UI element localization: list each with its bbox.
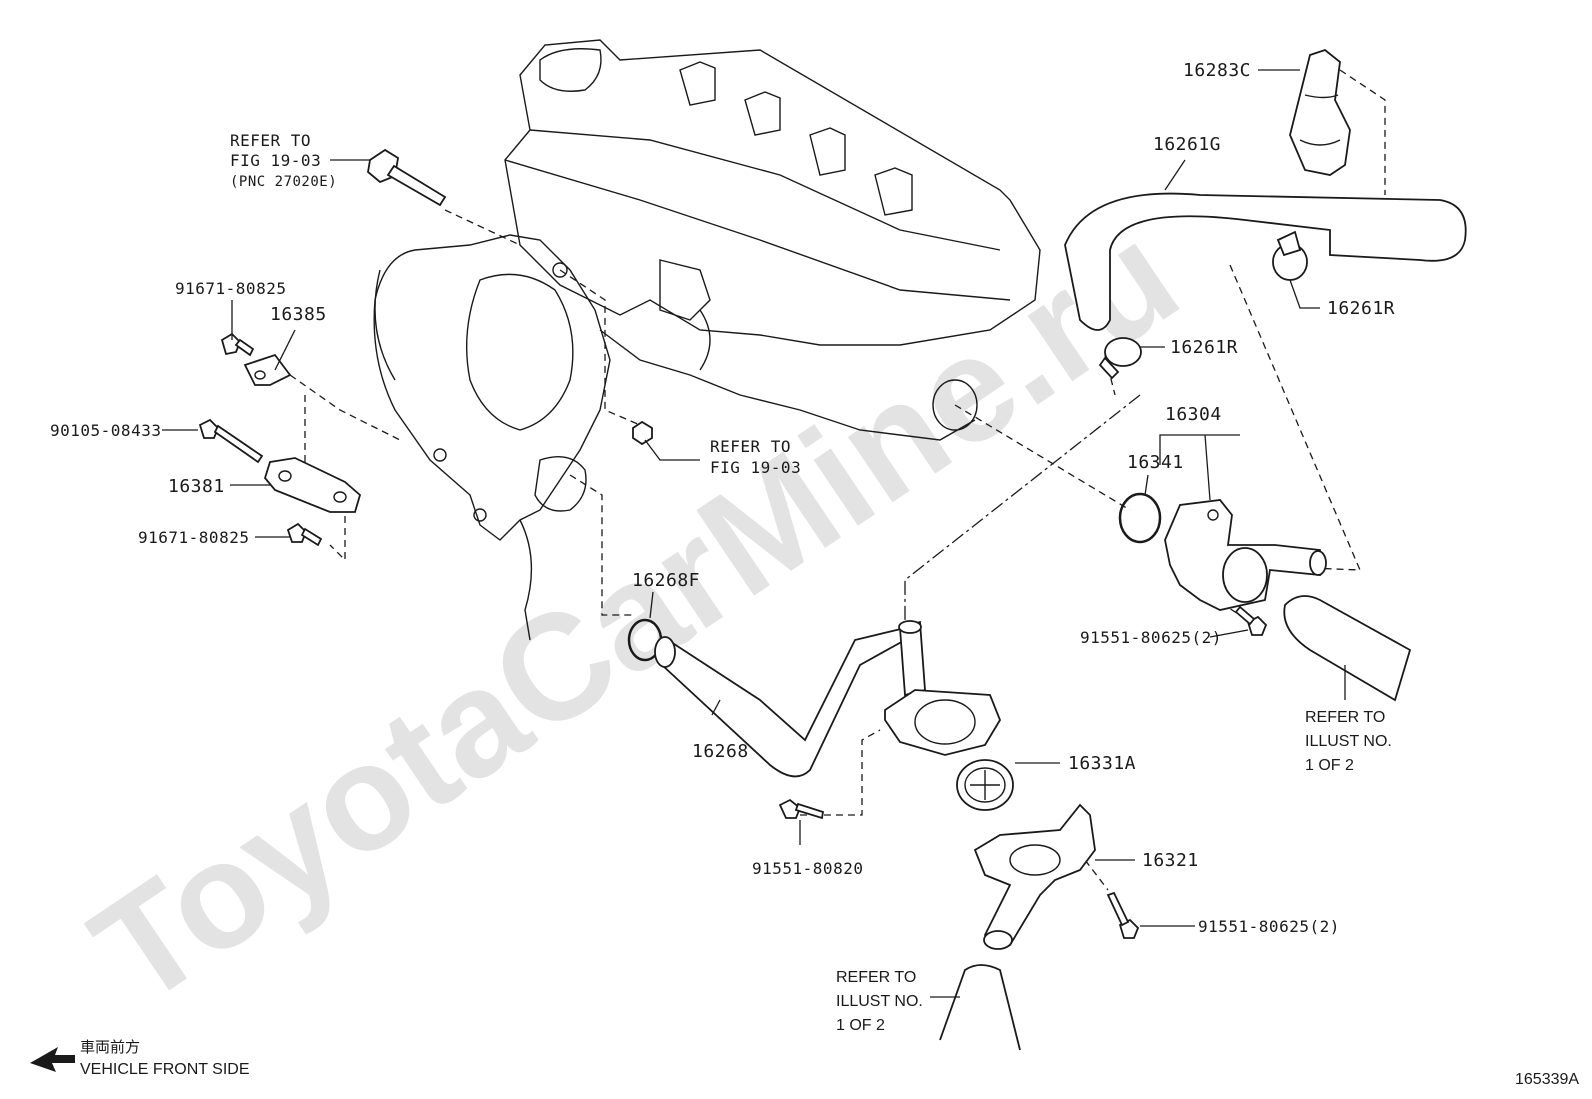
refer-note-illust-bottom: REFER TO ILLUST NO. 1 OF 2	[836, 969, 923, 1034]
housing-16304-illustration	[1164, 499, 1327, 611]
svg-text:REFER TO: REFER TO	[710, 437, 791, 456]
callout-16268F: 16268F	[632, 570, 700, 591]
svg-text:REFER TO: REFER TO	[836, 969, 916, 986]
callout-16331A: 16331A	[1068, 753, 1136, 774]
svg-text:1 OF 2: 1 OF 2	[836, 1017, 885, 1034]
callout-90105-08433: 90105-08433	[50, 421, 161, 440]
bolt-91551-80625-upper-illustration	[1234, 605, 1268, 636]
refer-note-fig-19-03-pnc: REFER TO FIG 19-03 (PNC 27020E)	[230, 131, 337, 190]
hose-right-illustration	[1283, 595, 1412, 702]
leader-lines	[162, 69, 1346, 998]
bracket-16381-illustration	[198, 418, 362, 547]
callout-16261R-lower: 16261R	[1170, 337, 1238, 358]
svg-text:ILLUST NO.: ILLUST NO.	[1305, 733, 1392, 750]
water-outlet-16321-illustration	[973, 803, 1096, 950]
bolt-91551-80625-lower-illustration	[1106, 891, 1140, 939]
oring-16341-illustration	[1118, 492, 1162, 544]
clamp-16261R-upper-illustration	[1272, 230, 1308, 281]
callout-91551-80625-lower: 91551-80625(2)	[1198, 917, 1340, 936]
callout-91671-80825-lower: 91671-80825	[138, 528, 249, 547]
thermostat-16331A-illustration	[956, 759, 1014, 811]
callout-16381: 16381	[168, 476, 225, 497]
refer-note-illust-right: REFER TO ILLUST NO. 1 OF 2	[1305, 709, 1392, 774]
bolt-91551-80820-illustration	[778, 798, 825, 820]
arrow-left-icon	[30, 1047, 75, 1072]
svg-text:REFER TO: REFER TO	[230, 131, 311, 150]
refer-note-fig-19-03: REFER TO FIG 19-03	[710, 437, 801, 477]
hose-lower-illustration	[939, 964, 1021, 1051]
assembly-guide-lines	[289, 69, 1386, 891]
front-side-jp: 車両前方	[80, 1039, 140, 1056]
svg-text:(PNC 27020E): (PNC 27020E)	[230, 174, 337, 190]
callout-16268: 16268	[692, 741, 749, 762]
svg-text:ILLUST NO.: ILLUST NO.	[836, 993, 923, 1010]
callout-16321: 16321	[1142, 850, 1199, 871]
callout-16283C: 16283C	[1183, 60, 1251, 81]
diagram-id: 165339A	[1515, 1071, 1579, 1088]
bolt-part-illustration	[367, 148, 447, 207]
svg-text:FIG 19-03: FIG 19-03	[230, 151, 321, 170]
vehicle-front-indicator: 車両前方 VEHICLE FRONT SIDE	[30, 1039, 250, 1078]
callout-91551-80625-upper: 91551-80625(2)	[1080, 628, 1222, 647]
svg-text:1 OF 2: 1 OF 2	[1305, 757, 1354, 774]
callout-16304: 16304	[1165, 404, 1222, 425]
nut-part-illustration	[632, 420, 653, 446]
callout-16341: 16341	[1127, 452, 1184, 473]
clamp-16283C-illustration	[1289, 48, 1351, 176]
clamp-16261R-lower-illustration	[1098, 337, 1142, 380]
water-inlet-housing-illustration	[884, 620, 1002, 756]
engine-block-illustration	[373, 39, 1041, 641]
callout-91551-80820: 91551-80820	[752, 859, 863, 878]
callout-16385: 16385	[270, 304, 327, 325]
hose-16261G-illustration	[1064, 192, 1467, 331]
front-side-en: VEHICLE FRONT SIDE	[80, 1061, 250, 1078]
water-pipe-16268-illustration	[661, 626, 906, 778]
svg-text:FIG 19-03: FIG 19-03	[710, 458, 801, 477]
callout-91671-80825-upper: 91671-80825	[175, 279, 286, 298]
callout-16261R-upper: 16261R	[1327, 298, 1395, 319]
callout-16261G: 16261G	[1153, 134, 1221, 155]
svg-text:REFER TO: REFER TO	[1305, 709, 1385, 726]
watermark: ToyotaCarMine.ru	[64, 190, 1206, 1036]
